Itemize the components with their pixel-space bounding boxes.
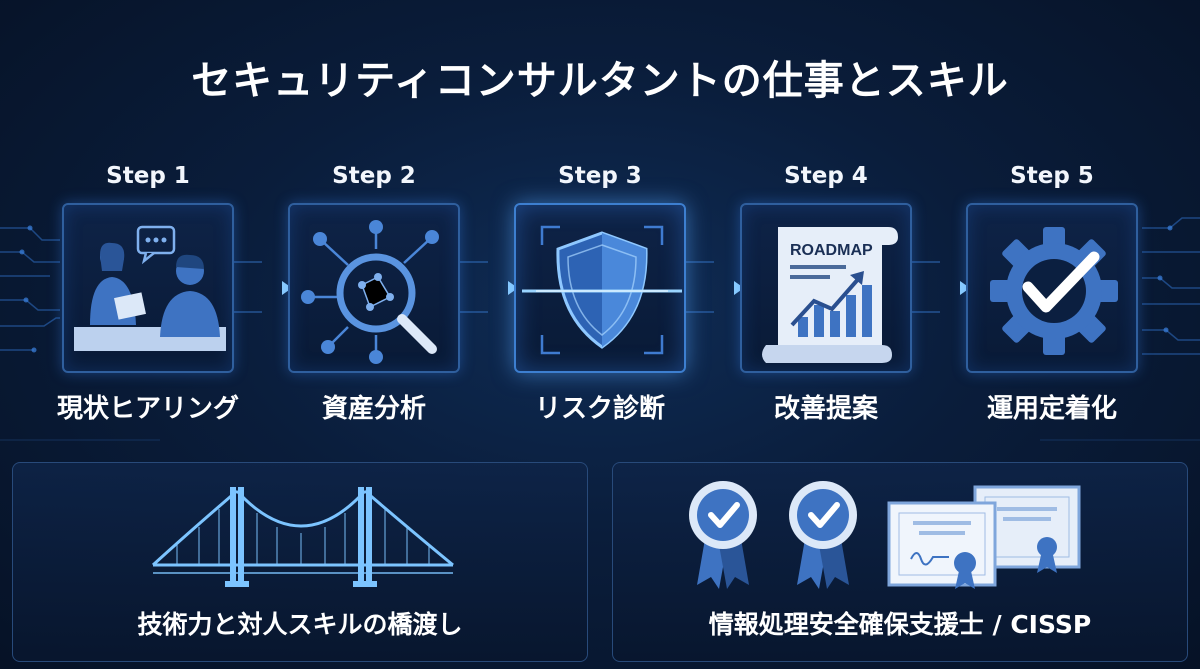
step-2-label: Step 2 — [332, 163, 416, 189]
step-5-card — [966, 203, 1138, 373]
page-title: セキュリティコンサルタントの仕事とスキル — [191, 58, 1009, 104]
certification-panel: 情報処理安全確保支援士 / CISSP — [612, 462, 1188, 662]
certification-badges-icon — [689, 481, 1081, 589]
step-1-card — [62, 203, 234, 373]
step-3-label: Step 3 — [558, 163, 642, 189]
magnifier-network-icon — [301, 220, 439, 364]
step-4-name: 改善提案 — [773, 394, 878, 424]
circuit-traces-left — [0, 227, 60, 351]
step-1-name: 現状ヒアリング — [56, 394, 239, 424]
step-connectors — [234, 261, 970, 313]
step-3-card — [514, 203, 686, 373]
step-4-label: Step 4 — [784, 163, 868, 189]
step-5-name: 運用定着化 — [986, 394, 1117, 424]
step-4-card: ROADMAP — [740, 203, 912, 373]
certification-caption: 情報処理安全確保支援士 / CISSP — [708, 610, 1092, 639]
gear-check-icon — [990, 227, 1118, 355]
circuit-traces-right — [1142, 217, 1200, 355]
skill-bridge-panel: 技術力と対人スキルの橋渡し — [12, 462, 588, 662]
step-3-name: リスク診断 — [534, 394, 665, 424]
step-2-card — [288, 203, 460, 373]
bridge-icon — [151, 487, 454, 587]
step-5-label: Step 5 — [1010, 163, 1094, 189]
consultation-icon — [74, 225, 226, 351]
skill-bridge-caption: 技術力と対人スキルの橋渡し — [137, 610, 463, 639]
roadmap-text: ROADMAP — [790, 242, 873, 259]
roadmap-document-icon: ROADMAP — [762, 227, 898, 363]
shield-scan-icon — [522, 225, 682, 355]
step-2-name: 資産分析 — [321, 394, 426, 424]
step-1-label: Step 1 — [106, 163, 190, 189]
